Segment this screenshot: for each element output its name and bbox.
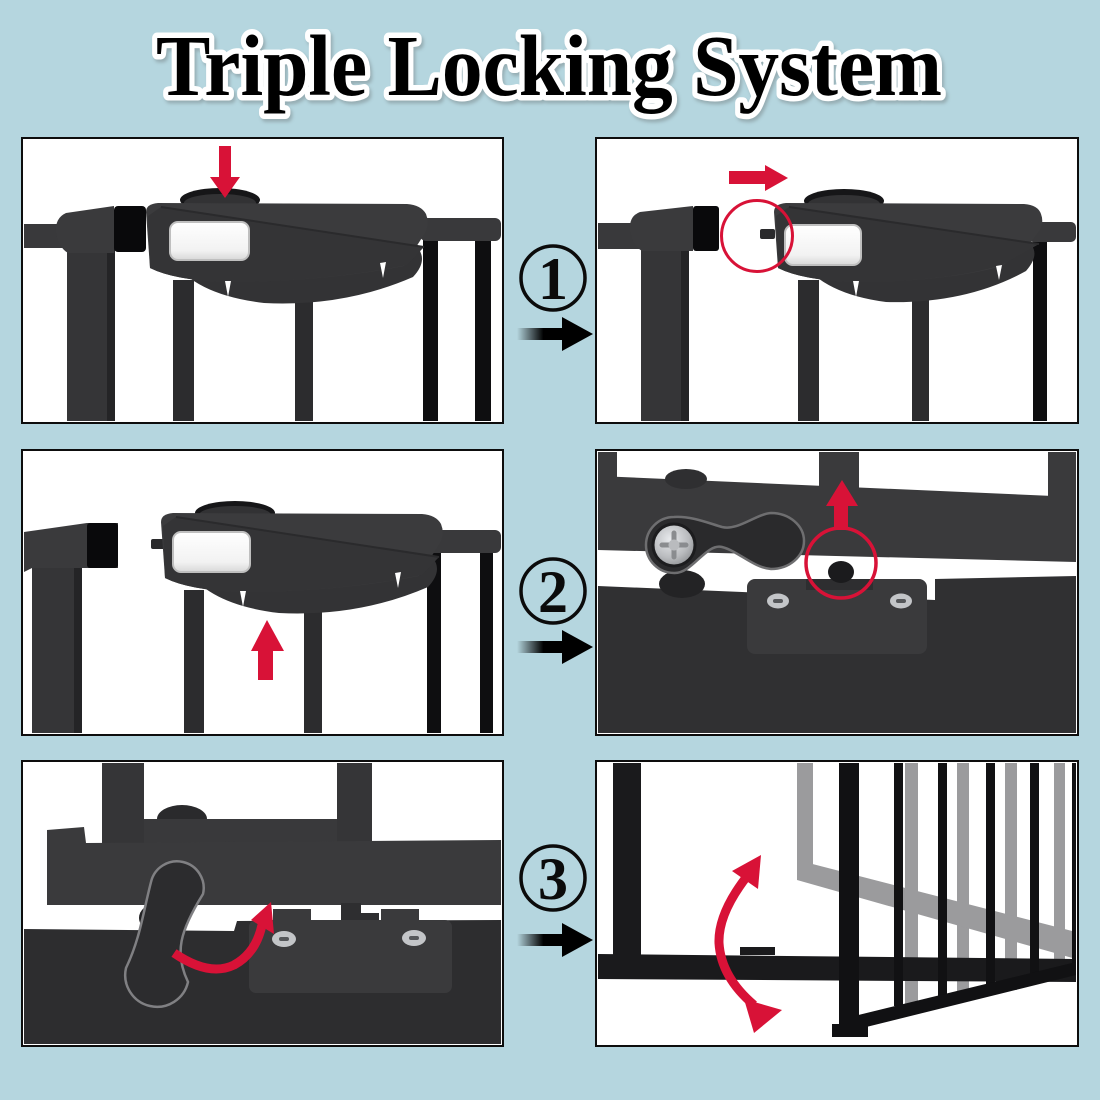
svg-text:3: 3 [538,846,568,912]
svg-text:Triple Locking System: Triple Locking System [156,17,942,114]
svg-text:1: 1 [538,246,568,312]
svg-text:2: 2 [538,559,568,625]
